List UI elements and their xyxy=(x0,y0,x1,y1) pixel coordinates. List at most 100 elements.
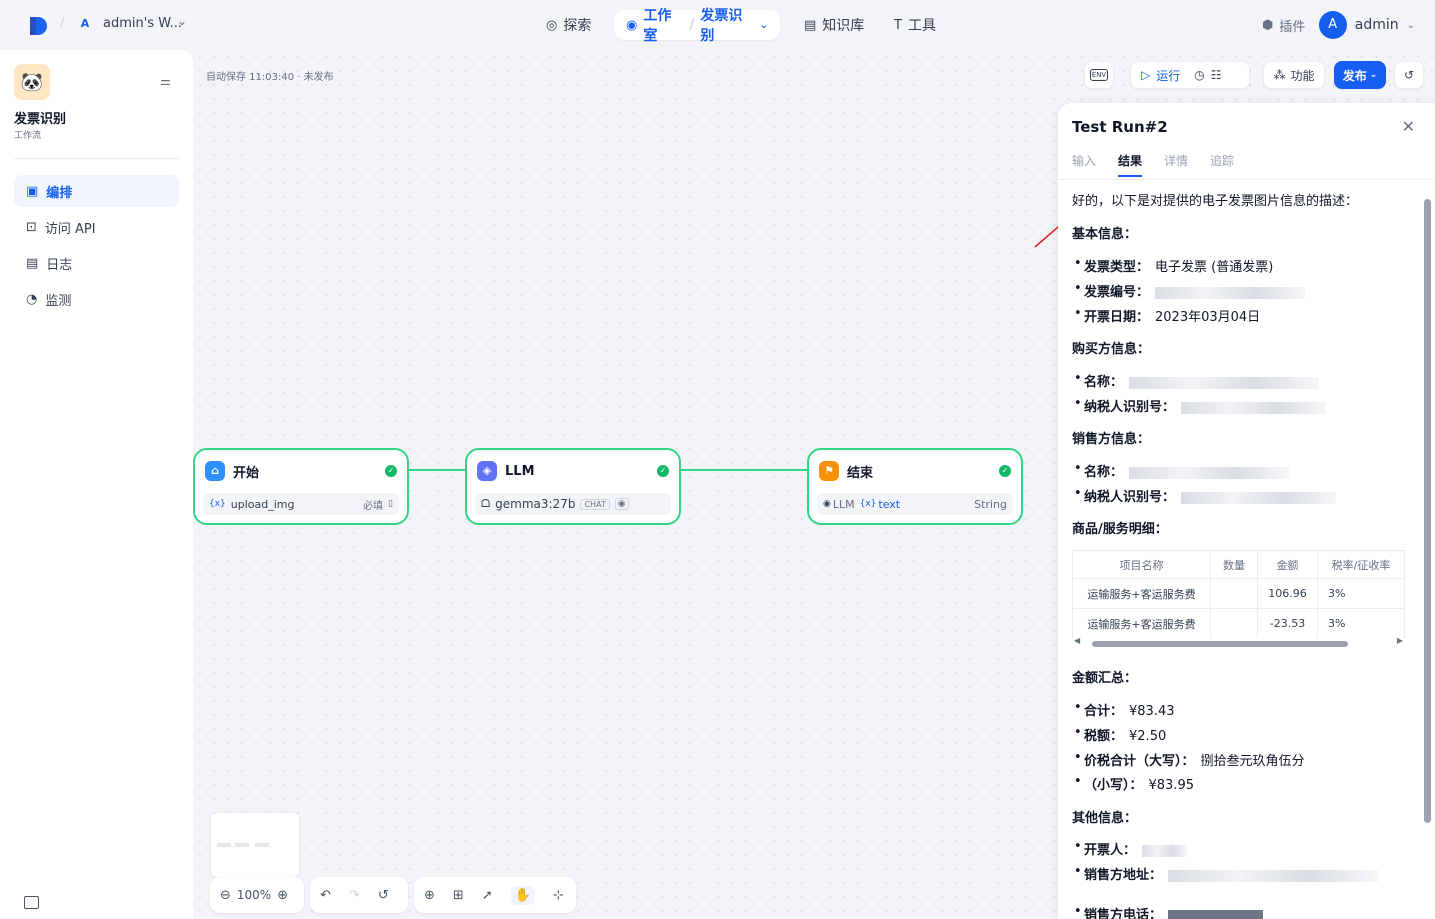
field-value: ¥83.95 xyxy=(1148,778,1195,793)
nav-app-label[interactable]: 发票识别 xyxy=(700,8,743,44)
field-label: 纳税人识别号： xyxy=(1084,490,1176,505)
nav-explore[interactable]: ◎探索 xyxy=(546,10,591,40)
field-label: 纳税人识别号： xyxy=(1084,400,1176,415)
redacted-value xyxy=(1129,376,1320,389)
table-cell: 3% xyxy=(1317,608,1405,639)
zoom-out-icon[interactable]: ⊖ xyxy=(220,887,231,903)
chevron-down-icon[interactable]: ⌄ xyxy=(177,14,188,28)
redacted-value xyxy=(1168,909,1264,919)
field-value: 2023年03月04日 xyxy=(1155,310,1261,325)
redacted-value xyxy=(1129,466,1290,479)
basic-heading: 基本信息： xyxy=(1072,227,1138,242)
sidebar-item-label: 访问 API xyxy=(44,221,96,237)
field-value: 捌拾叁元玖角伍分 xyxy=(1200,754,1305,769)
collapse-settings-icon[interactable]: ⚌ xyxy=(160,74,171,88)
field-label: 名称： xyxy=(1084,375,1124,390)
add-note-icon[interactable]: ⊞ xyxy=(452,887,464,903)
book-icon: ▤ xyxy=(804,17,817,33)
scroll-right-icon[interactable]: ▶ xyxy=(1396,636,1403,645)
log-icon: ▤ xyxy=(26,255,39,271)
play-icon[interactable]: ▷ xyxy=(1141,68,1151,82)
redacted-value xyxy=(1181,401,1327,414)
check-icon: ✓ xyxy=(999,465,1011,477)
history-icon[interactable]: ↺ xyxy=(377,887,389,903)
table-horizontal-scrollbar[interactable]: ◀ ▶ xyxy=(1072,636,1405,650)
list-item: 税额：¥2.50 xyxy=(1074,725,1167,744)
user-menu[interactable]: A admin ⌄ xyxy=(1318,11,1415,39)
field-label: 发票编号： xyxy=(1084,285,1150,300)
field-label: 合计： xyxy=(1084,704,1124,719)
add-node-icon[interactable]: ⊕ xyxy=(424,887,435,903)
plugins-label: 插件 xyxy=(1279,19,1306,35)
sidebar-item-monitor[interactable]: ◔监测 xyxy=(14,283,179,315)
panel-tabs: 输入 结果 详情 追踪 xyxy=(1072,152,1234,177)
history-controls: ↶ ↷ ↺ xyxy=(310,877,408,913)
run-button[interactable]: 运行 xyxy=(1156,68,1181,83)
items-table: 项目名称 数量 金额 税率/征收率 运输服务+客运服务费 106.96 3% 运… xyxy=(1072,550,1405,639)
close-icon[interactable]: ✕ xyxy=(1401,117,1415,136)
pointer-icon[interactable]: ➚ xyxy=(481,887,493,903)
workspace-name[interactable]: admin's W... xyxy=(103,16,182,31)
table-row: 运输服务+客运服务费 -23.53 3% xyxy=(1072,608,1405,639)
history-run-icon[interactable]: ◷ xyxy=(1194,68,1205,82)
zoom-in-icon[interactable]: ⊕ xyxy=(277,887,289,903)
panel-vertical-scrollbar[interactable] xyxy=(1424,199,1431,823)
nav-studio[interactable]: ◉工作室/发票识别⌄ xyxy=(614,8,780,44)
scroll-left-icon[interactable]: ◀ xyxy=(1074,636,1081,645)
field-value: ¥2.50 xyxy=(1129,729,1167,744)
flag-icon: ⚑ xyxy=(819,461,839,481)
nav-knowledge[interactable]: ▤知识库 xyxy=(804,10,864,40)
field-label: 销售方地址： xyxy=(1084,868,1163,883)
table-cell xyxy=(1210,578,1258,609)
list-item: 开票日期：2023年03月04日 xyxy=(1074,306,1261,325)
output-var: text xyxy=(878,497,901,511)
node-title: 结束 xyxy=(847,465,874,481)
sidebar-toggle-icon[interactable] xyxy=(24,896,39,909)
chevron-down-icon: ⌄ xyxy=(1406,19,1415,31)
checklist-icon[interactable]: ☷ xyxy=(1210,68,1222,82)
canvas-tools: ⊕ ⊞ ➚ ✋ ⊹ xyxy=(414,877,576,913)
check-icon: ✓ xyxy=(385,465,397,477)
hand-icon[interactable]: ✋ xyxy=(510,885,535,905)
brain-icon: ◈ xyxy=(477,461,497,481)
redacted-value xyxy=(1142,844,1188,857)
divider xyxy=(1058,179,1435,180)
undo-icon[interactable]: ↶ xyxy=(320,887,331,903)
organize-icon[interactable]: ⊹ xyxy=(552,887,564,903)
env-button[interactable]: ENV xyxy=(1084,61,1114,89)
monitor-icon: ◔ xyxy=(26,291,38,307)
publish-button[interactable]: 发布⌄ xyxy=(1334,61,1386,89)
sidebar-item-api[interactable]: ⊡访问 API xyxy=(14,211,179,243)
version-history-button[interactable]: ↺ xyxy=(1394,61,1424,89)
sidebar-item-label: 编排 xyxy=(46,185,73,201)
panel-title: Test Run#2 xyxy=(1072,118,1168,136)
app-title: 发票识别 xyxy=(14,112,67,127)
minimap[interactable] xyxy=(211,813,299,877)
file-icon: ▯ xyxy=(388,499,393,509)
tab-detail[interactable]: 详情 xyxy=(1164,154,1189,168)
list-item: 发票类型：电子发票 (普通发票) xyxy=(1074,256,1273,275)
tab-result[interactable]: 结果 xyxy=(1118,152,1143,177)
sidebar-item-orchestrate[interactable]: ▣编排 xyxy=(14,175,179,207)
plugins-link[interactable]: ⬢插件 xyxy=(1262,10,1305,40)
tab-trace[interactable]: 追踪 xyxy=(1210,154,1235,168)
list-item: 纳税人识别号： xyxy=(1074,396,1327,415)
tab-input[interactable]: 输入 xyxy=(1072,154,1097,168)
dify-logo-icon[interactable] xyxy=(30,15,48,35)
zoom-level[interactable]: 100% xyxy=(236,888,272,902)
sidebar-item-logs[interactable]: ▤日志 xyxy=(14,247,179,279)
redo-icon[interactable]: ↷ xyxy=(348,887,360,903)
env-label: ENV xyxy=(1089,69,1109,81)
features-button[interactable]: ⁂功能 xyxy=(1263,61,1325,89)
field-label: （小写）： xyxy=(1084,778,1143,793)
minimap-node xyxy=(217,843,231,847)
llm-source-icon: ◉ xyxy=(823,499,831,509)
scrollbar-thumb[interactable] xyxy=(1092,641,1348,647)
eye-icon: ◉ xyxy=(614,498,629,510)
